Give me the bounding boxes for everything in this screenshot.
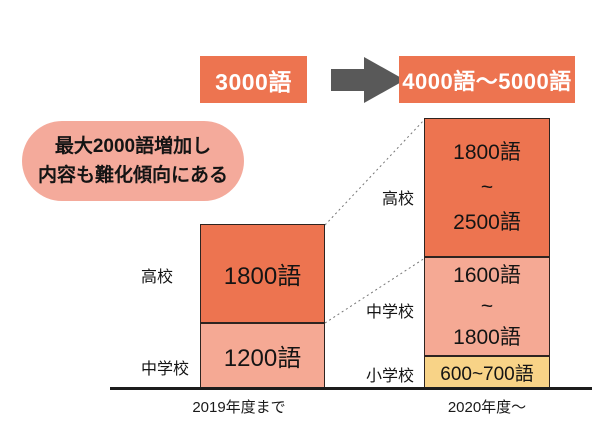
bar-2020-elementary: 600~700語	[424, 356, 550, 388]
bar-2020-juniorhigh-line2: 1800語	[453, 326, 521, 349]
total-after-label: 4000語〜5000語	[402, 68, 572, 94]
total-after-box: 4000語〜5000語	[399, 56, 575, 103]
bar-2020-juniorhigh-tilde: ~	[480, 295, 494, 318]
bar-2019-highschool-value: 1800語	[223, 263, 302, 290]
label-2020-highschool: 高校	[381, 191, 414, 208]
annotation-line2: 内容も難化傾向にある	[37, 165, 228, 186]
total-before-label: 3000語	[215, 68, 292, 95]
x-axis-line	[110, 387, 592, 390]
label-2019-highschool: 高校	[141, 269, 174, 286]
total-before-box: 3000語	[200, 56, 307, 103]
bar-2020-highschool-tilde: ~	[480, 176, 494, 199]
bar-2019-juniorhigh: 1200語	[200, 323, 325, 388]
label-2020-juniorhigh: 中学校	[365, 304, 414, 321]
label-2019-juniorhigh: 中学校	[141, 361, 190, 378]
bar-2020-highschool: 1800語 ~ 2500語	[424, 118, 550, 257]
axis-label-2020: 2020年度〜	[447, 399, 527, 416]
label-2020-elementary: 小学校	[365, 368, 414, 385]
bar-2020-elementary-value: 600~700語	[440, 363, 534, 385]
bar-2020-highschool-line1: 1800語	[453, 141, 521, 164]
bar-2020-highschool-line2: 2500語	[453, 211, 521, 234]
bar-2020-juniorhigh: 1600語 ~ 1800語	[424, 257, 550, 356]
bar-2019-juniorhigh-value: 1200語	[223, 345, 302, 372]
right-arrow-icon	[331, 55, 407, 105]
bar-2019-highschool: 1800語	[200, 224, 325, 323]
axis-label-2019: 2019年度まで	[192, 399, 286, 416]
bar-2020-juniorhigh-line1: 1600語	[453, 264, 521, 287]
annotation-bubble: 最大2000語増加し 内容も難化傾向にある	[22, 121, 244, 201]
annotation-line1: 最大2000語増加し	[54, 136, 212, 157]
